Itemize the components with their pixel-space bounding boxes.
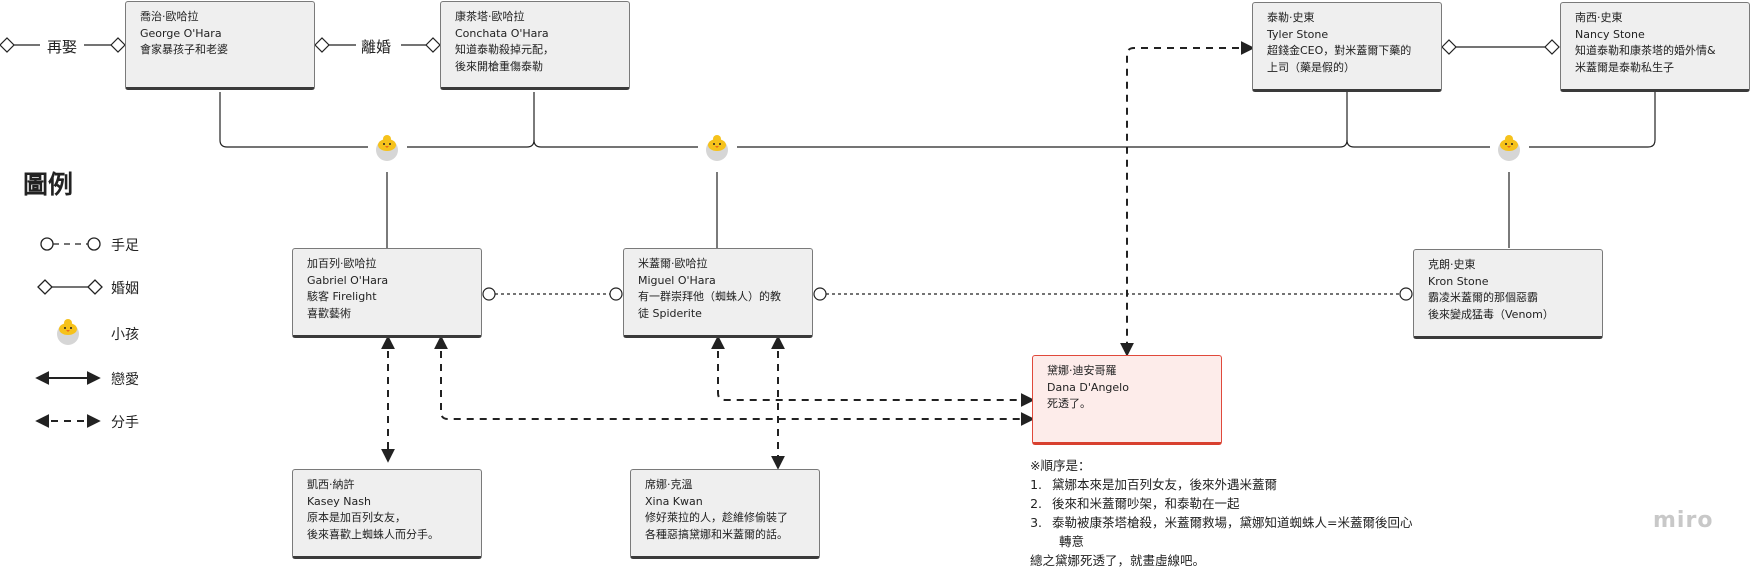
- tyler-note-1: 超錢金CEO，對米蓋爾下藥的: [1267, 44, 1412, 57]
- note-item-2: 後來和米蓋爾吵架，和泰勒在一起: [1046, 494, 1412, 513]
- card-gabriel[interactable]: 加百列·歐哈拉 Gabriel O'Hara 駭客 Firelight 喜歡藝術: [292, 248, 482, 338]
- note-list: 黛娜本來是加百列女友，後來外遇米蓋爾 後來和米蓋爾吵架，和泰勒在一起 泰勒被康茶…: [1030, 475, 1412, 532]
- gabriel-note-2: 喜歡藝術: [307, 306, 351, 320]
- conchata-name-en: Conchata O'Hara: [455, 26, 549, 40]
- kasey-note-1: 原本是加百列女友，: [307, 511, 406, 524]
- kasey-name-zh: 凱西·納許: [307, 478, 355, 491]
- tyler-note-2: 上司（藥是假的）: [1267, 60, 1355, 74]
- gabriel-name-en: Gabriel O'Hara: [307, 273, 389, 287]
- kasey-note-2: 後來喜歡上蜘蛛人而分手。: [307, 527, 439, 541]
- kron-note-1: 霸凌米蓋爾的那個惡霸: [1428, 291, 1538, 304]
- kron-name-zh: 克朗·史東: [1428, 258, 1476, 271]
- sequence-note: ※順序是： 黛娜本來是加百列女友，後來外遇米蓋爾 後來和米蓋爾吵架，和泰勒在一起…: [1030, 456, 1412, 570]
- card-conchata[interactable]: 康茶塔·歐哈拉 Conchata O'Hara 知道泰勒殺掉元配， 後來開槍重傷…: [440, 1, 630, 90]
- note-footer: 總之黛娜死透了，就畫虛線吧。: [1030, 553, 1206, 568]
- card-nancy[interactable]: 南西·史東 Nancy Stone 知道泰勒和康茶塔的婚外情& 米蓋爾是泰勒私生…: [1560, 2, 1750, 92]
- conchata-note-1: 知道泰勒殺掉元配，: [455, 43, 554, 56]
- kasey-name-en: Kasey Nash: [307, 494, 371, 508]
- miguel-name-zh: 米蓋爾·歐哈拉: [638, 257, 708, 270]
- george-name-en: George O'Hara: [140, 26, 222, 40]
- xina-note-2: 各種惡搞黛娜和米蓋爾的話。: [645, 527, 788, 541]
- divorce-label: 離婚: [358, 36, 395, 57]
- card-miguel[interactable]: 米蓋爾·歐哈拉 Miguel O'Hara 有一群崇拜他（蜘蛛人）的教 徒 Sp…: [623, 248, 813, 338]
- gabriel-note-1: 駭客 Firelight: [307, 290, 377, 303]
- card-kron[interactable]: 克朗·史東 Kron Stone 霸凌米蓋爾的那個惡霸 後來變成猛毒（Venom…: [1413, 249, 1603, 339]
- dana-name-zh: 黛娜·迪安哥羅: [1047, 364, 1117, 377]
- legend-breakup-label: 分手: [111, 415, 139, 431]
- note-item-3-cont: 轉意: [1059, 534, 1085, 549]
- legend-marriage-label: 婚姻: [111, 281, 139, 297]
- card-tyler[interactable]: 泰勒·史東 Tyler Stone 超錢金CEO，對米蓋爾下藥的 上司（藥是假的…: [1252, 2, 1442, 92]
- note-item-3: 泰勒被康茶塔槍殺，米蓋爾救場，黛娜知道蜘蛛人=米蓋爾後回心: [1046, 513, 1412, 532]
- legend-child-label: 小孩: [111, 327, 139, 343]
- nancy-note-2: 米蓋爾是泰勒私生子: [1575, 60, 1674, 74]
- miguel-note-1: 有一群崇拜他（蜘蛛人）的教: [638, 290, 781, 303]
- tyler-name-en: Tyler Stone: [1267, 27, 1329, 41]
- card-george[interactable]: 喬治·歐哈拉 George O'Hara 會家暴孩子和老婆: [125, 1, 315, 90]
- xina-name-zh: 席娜·克溫: [645, 478, 693, 491]
- card-dana[interactable]: 黛娜·迪安哥羅 Dana D'Angelo 死透了。: [1032, 355, 1222, 445]
- george-name-zh: 喬治·歐哈拉: [140, 10, 199, 23]
- conchata-name-zh: 康茶塔·歐哈拉: [455, 10, 525, 23]
- legend-title: 圖例: [23, 170, 74, 199]
- card-kasey[interactable]: 凱西·納許 Kasey Nash 原本是加百列女友， 後來喜歡上蜘蛛人而分手。: [292, 469, 482, 559]
- legend-sibling-label: 手足: [111, 238, 139, 254]
- dana-note-1: 死透了。: [1047, 397, 1091, 410]
- kron-note-2: 後來變成猛毒（Venom）: [1428, 307, 1554, 321]
- nancy-name-zh: 南西·史東: [1575, 11, 1623, 24]
- remarry-label: 再娶: [44, 36, 81, 57]
- note-item-1: 黛娜本來是加百列女友，後來外遇米蓋爾: [1046, 475, 1412, 494]
- conchata-note-2: 後來開槍重傷泰勒: [455, 59, 543, 73]
- legend-romance-label: 戀愛: [111, 372, 139, 388]
- george-note-1: 會家暴孩子和老婆: [140, 43, 228, 56]
- miguel-name-en: Miguel O'Hara: [638, 273, 716, 287]
- xina-name-en: Xina Kwan: [645, 494, 703, 508]
- gabriel-name-zh: 加百列·歐哈拉: [307, 257, 377, 270]
- miguel-note-2: 徒 Spiderite: [638, 306, 702, 320]
- card-xina[interactable]: 席娜·克溫 Xina Kwan 修好萊拉的人，趁維修偷裝了 各種惡搞黛娜和米蓋爾…: [630, 469, 820, 559]
- miro-logo: miro: [1653, 508, 1714, 533]
- kron-name-en: Kron Stone: [1428, 274, 1489, 288]
- nancy-note-1: 知道泰勒和康茶塔的婚外情&: [1575, 44, 1716, 57]
- xina-note-1: 修好萊拉的人，趁維修偷裝了: [645, 511, 788, 524]
- tyler-name-zh: 泰勒·史東: [1267, 11, 1315, 24]
- dana-name-en: Dana D'Angelo: [1047, 380, 1129, 394]
- nancy-name-en: Nancy Stone: [1575, 27, 1645, 41]
- note-heading: ※順序是：: [1030, 458, 1091, 473]
